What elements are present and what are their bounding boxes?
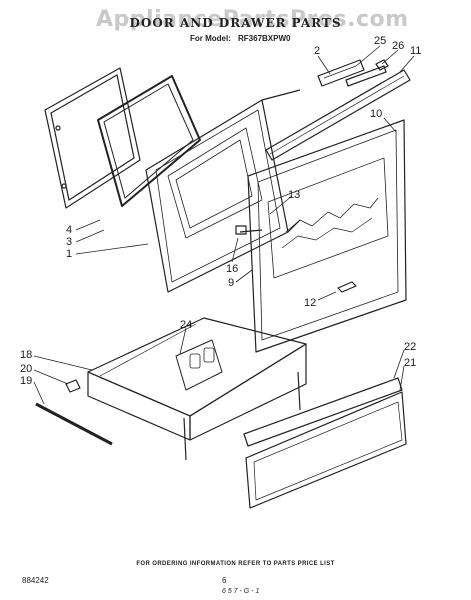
watermark: AppliancePartsPros.com [96,7,409,32]
callout-22: 22 [404,341,416,353]
callout-20: 20 [20,363,32,375]
callout-labels: 2 25 26 11 10 13 16 9 12 4 3 1 24 18 20 … [20,35,421,387]
callout-18: 18 [20,349,32,361]
leader-lines [33,45,415,405]
callout-16: 16 [226,263,238,275]
top-vent-trim [265,59,411,161]
document-code: 884242 [22,576,49,585]
callout-2: 2 [314,45,320,57]
callout-12: 12 [304,297,316,309]
door-handle [337,281,357,293]
callout-26: 26 [392,40,404,52]
revision-code: 6 5 7 - G - 1 [222,588,260,595]
callout-19: 19 [20,375,32,387]
inner-door-liner [145,89,301,293]
callout-24: 24 [180,319,192,331]
callout-11: 11 [410,45,421,57]
oven-door-front [235,119,407,353]
callout-25: 25 [374,35,386,47]
callout-1: 1 [66,248,72,260]
model-label: For Model: [190,34,231,43]
callout-3: 3 [66,236,72,248]
drawer-runner [35,402,113,446]
drawer-body [87,317,307,461]
callout-21: 21 [404,357,416,369]
slide-clip [65,379,81,393]
drawer-front-panel [243,377,407,509]
ordering-note: FOR ORDERING INFORMATION REFER TO PARTS … [136,561,335,567]
callout-9: 9 [228,277,234,289]
model-number: RF367BXPW0 [238,34,291,43]
page-number: 6 [222,576,227,585]
door-gasket [97,75,201,207]
callout-13: 13 [288,189,300,201]
diagram-title: DOOR AND DRAWER PARTS [129,16,342,30]
outer-door-panel [44,67,141,209]
callout-4: 4 [66,224,72,236]
callout-10: 10 [370,108,382,120]
